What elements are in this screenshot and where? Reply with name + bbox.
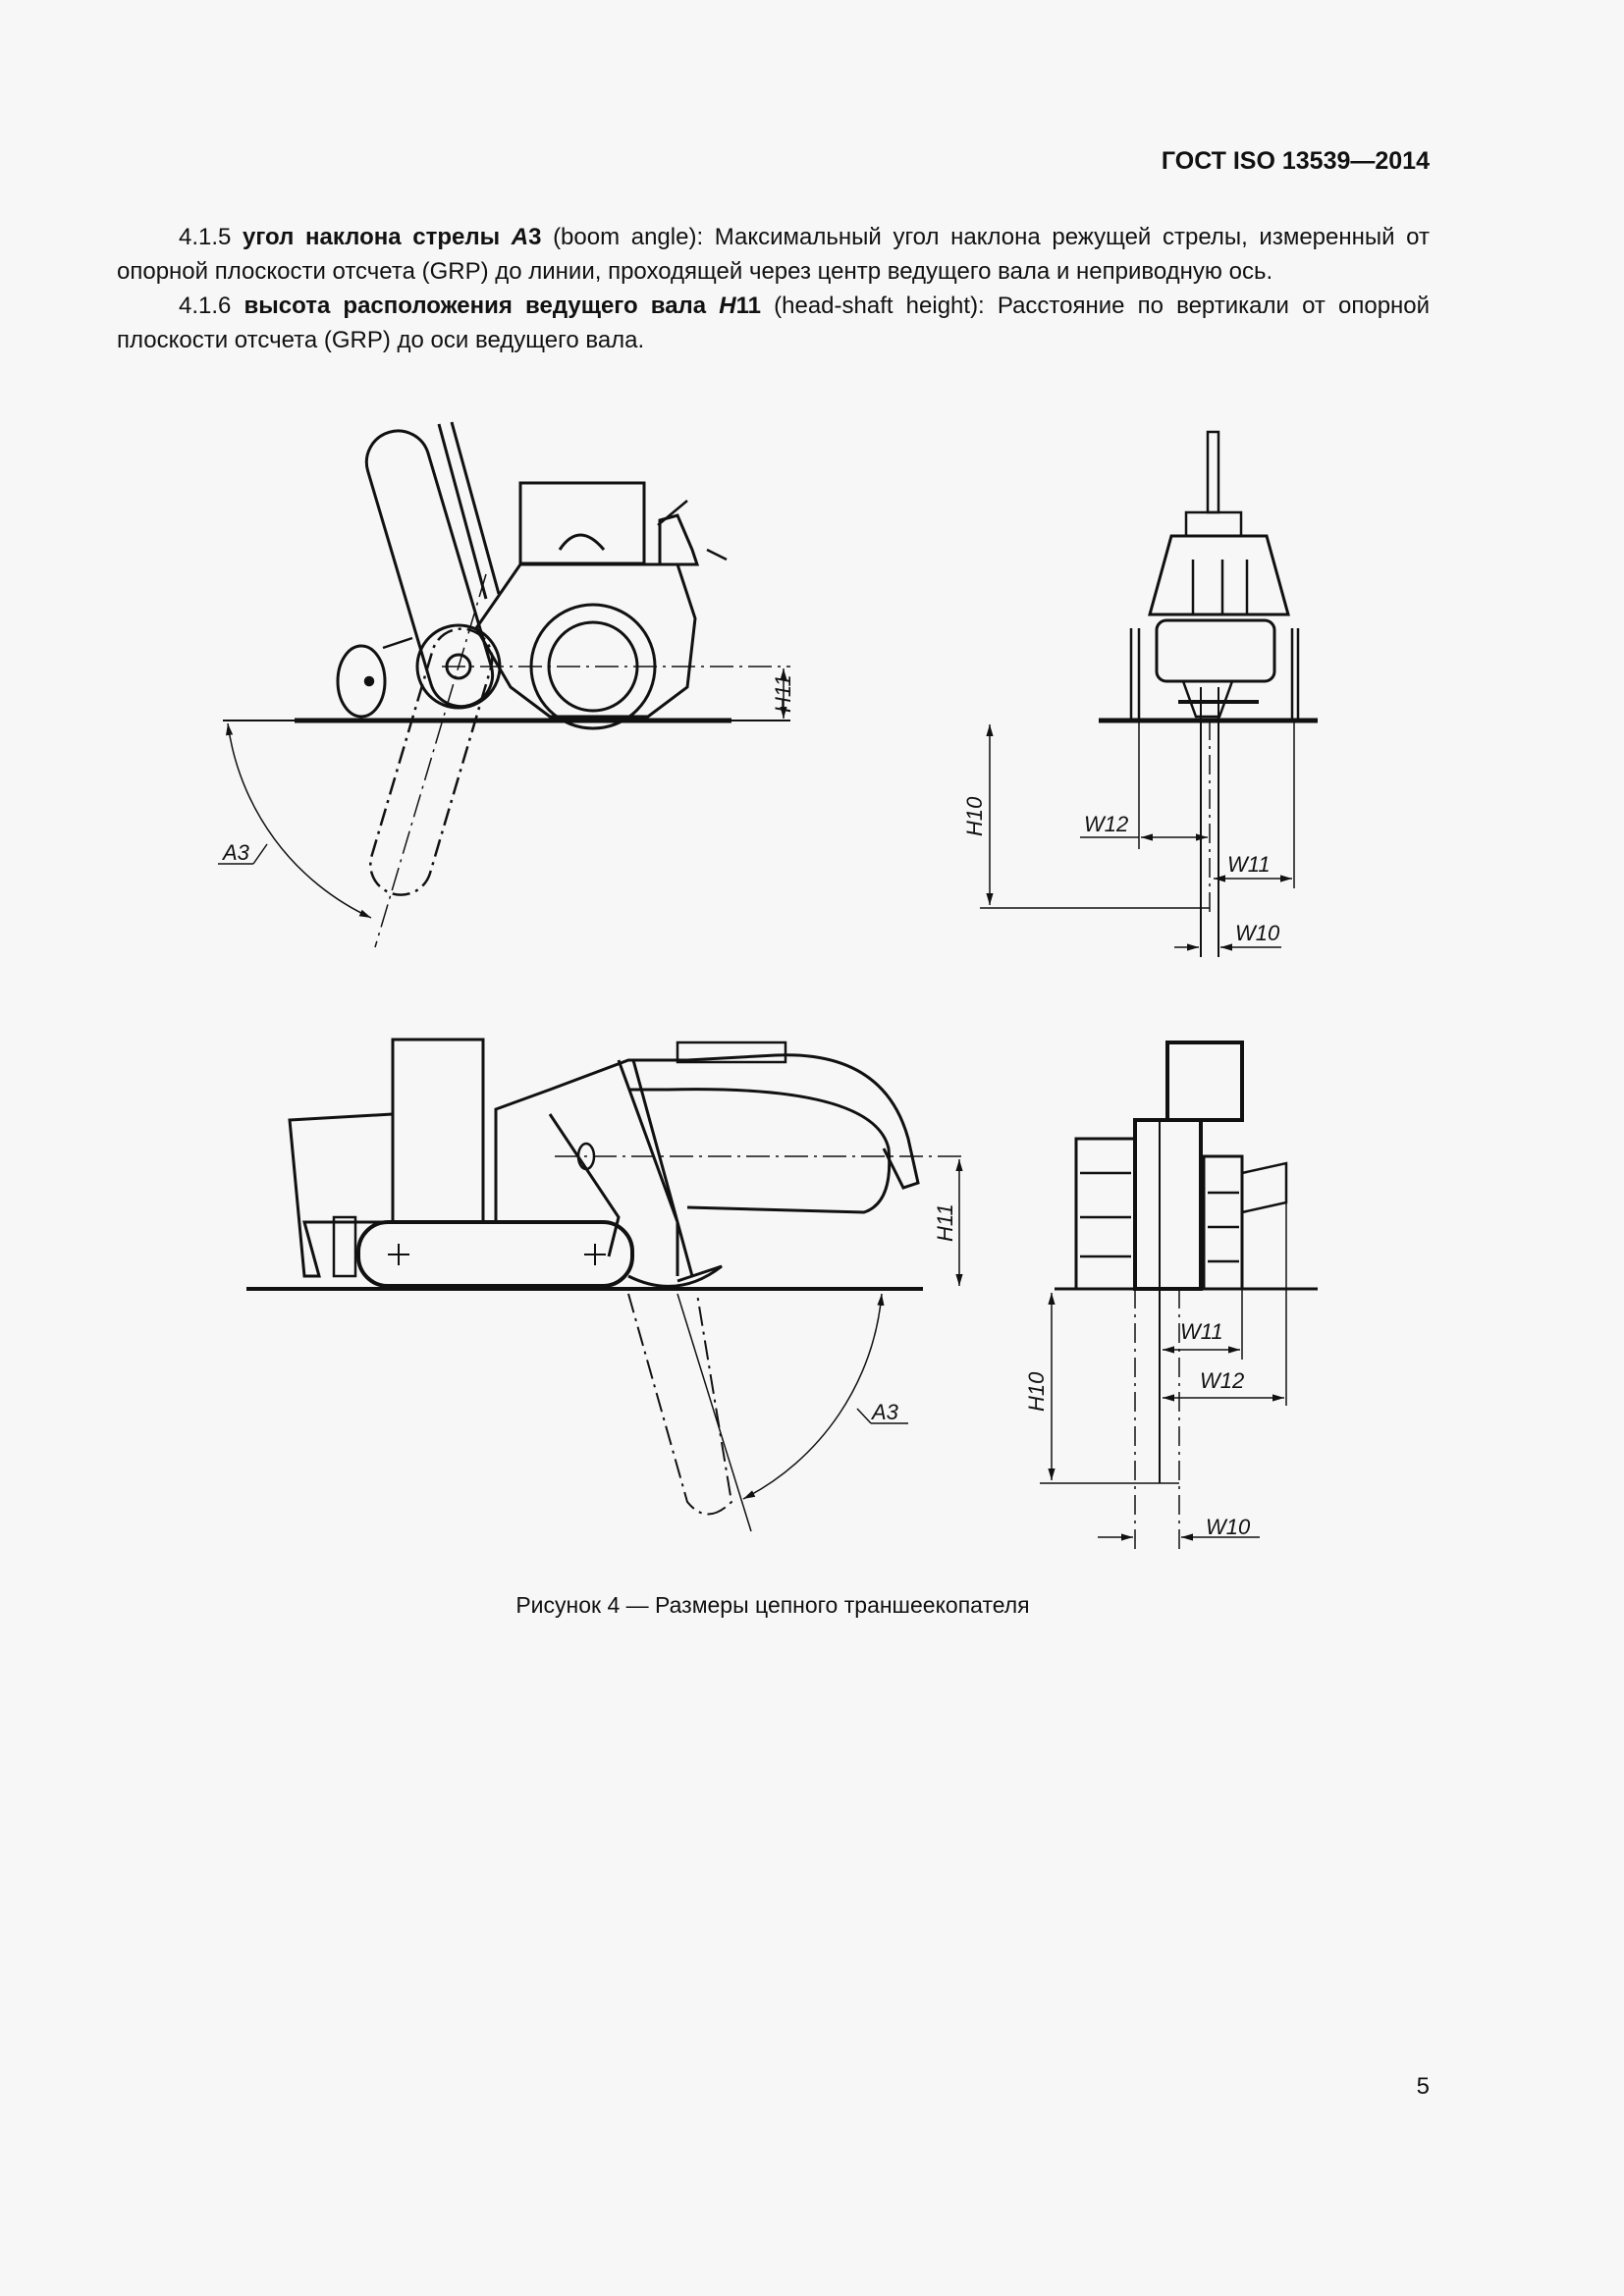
wheeled-trencher-front-view bbox=[980, 430, 1318, 957]
figure-caption: Рисунок 4 — Размеры цепного траншеекопат… bbox=[515, 1592, 1030, 1618]
document-header: ГОСТ ISO 13539—2014 bbox=[1161, 147, 1430, 175]
symbol-letter: A bbox=[511, 224, 529, 250]
label-h10: H10 bbox=[962, 796, 987, 836]
term-symbol: A3 bbox=[512, 224, 542, 250]
definition: Расстояние по вертикали от опорной плоск… bbox=[117, 293, 1431, 353]
clause-number: 4.1.6 bbox=[179, 293, 232, 319]
term: угол наклона стрелы bbox=[243, 224, 501, 250]
tracked-trencher-side-view bbox=[246, 1038, 966, 1532]
label-w10: W10 bbox=[1206, 1515, 1251, 1539]
label-w12: W12 bbox=[1200, 1368, 1244, 1393]
paragraph-4-1-5: 4.1.5 угол наклона стрелы A3 (boom angle… bbox=[117, 220, 1430, 289]
term: высота расположения ведущего вала bbox=[244, 293, 707, 319]
tracked-trencher-front-view bbox=[1040, 1041, 1318, 1551]
label-a3: A3 bbox=[221, 840, 250, 865]
label-h10: H10 bbox=[1024, 1371, 1049, 1412]
label-w10: W10 bbox=[1235, 921, 1280, 945]
english-term: (boom angle): bbox=[553, 224, 704, 250]
definition: Максимальный угол наклона режущей стрелы… bbox=[117, 224, 1430, 285]
paragraph-4-1-6: 4.1.6 высота расположения ведущего вала … bbox=[117, 289, 1430, 357]
symbol-letter: H bbox=[719, 293, 736, 319]
english-term: (head-shaft height): bbox=[774, 293, 985, 319]
clause-number: 4.1.5 bbox=[179, 224, 232, 250]
body-text: 4.1.5 угол наклона стрелы A3 (boom angle… bbox=[117, 220, 1430, 357]
label-w12: W12 bbox=[1084, 812, 1128, 836]
label-a3: A3 bbox=[870, 1400, 899, 1424]
label-w11: W11 bbox=[1227, 852, 1271, 877]
label-w11: W11 bbox=[1180, 1319, 1223, 1344]
symbol-index: 11 bbox=[735, 293, 761, 319]
wheeled-trencher-side-view bbox=[218, 421, 790, 948]
label-h11: H11 bbox=[933, 1203, 957, 1242]
label-h11: H11 bbox=[771, 674, 795, 713]
page-number: 5 bbox=[1416, 2073, 1430, 2100]
term-symbol: H11 bbox=[719, 293, 761, 319]
symbol-index: 3 bbox=[528, 224, 542, 250]
